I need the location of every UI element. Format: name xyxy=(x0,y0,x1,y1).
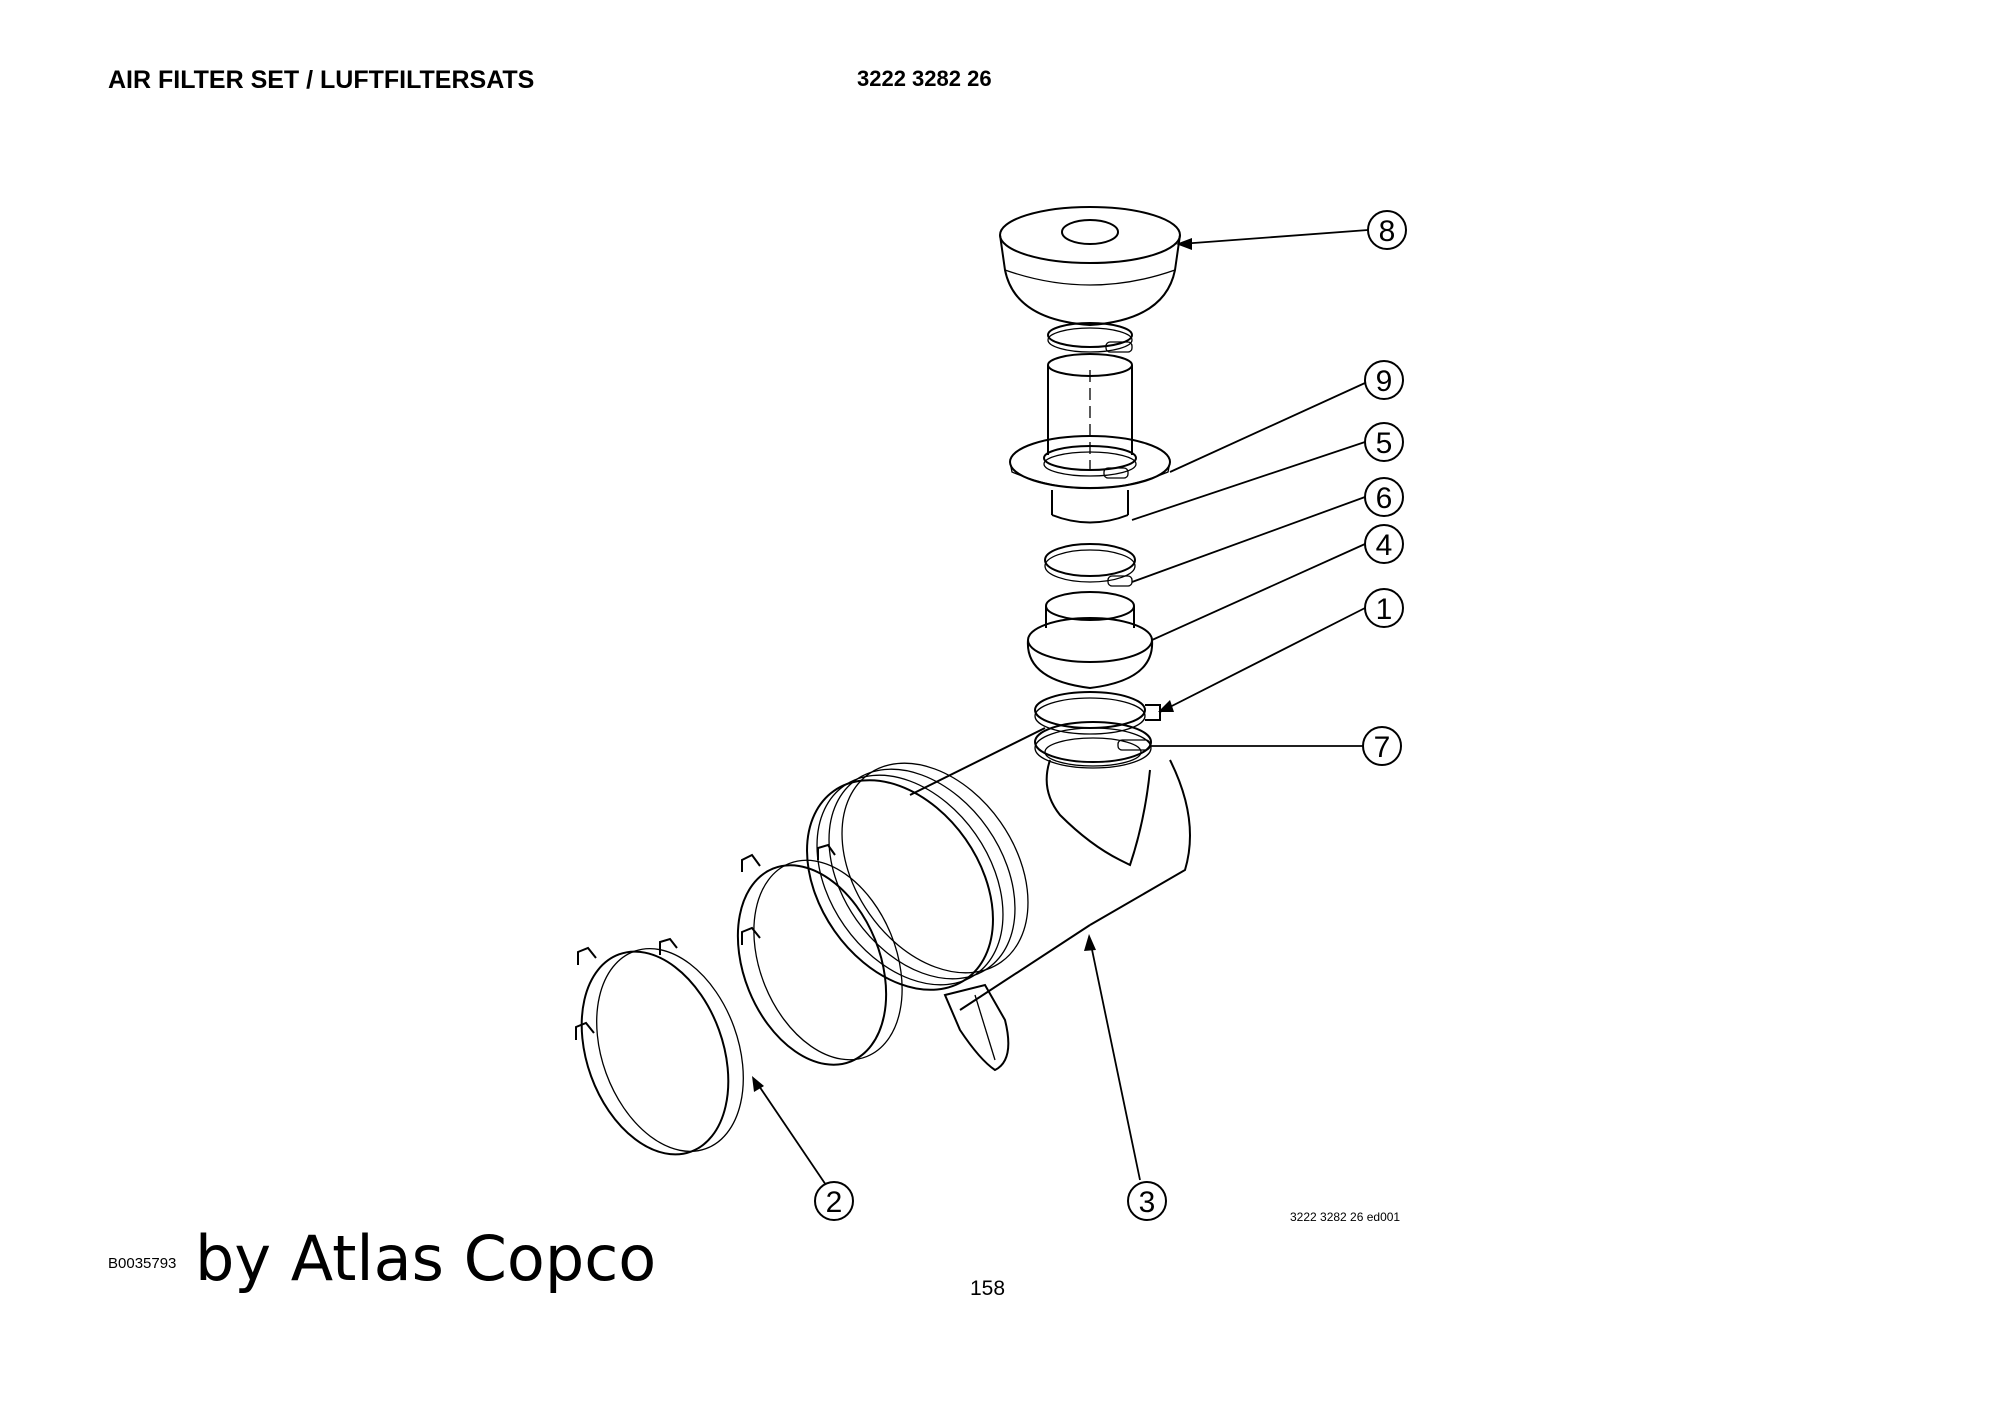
part-4-adapter xyxy=(1026,591,1154,690)
page-number: 158 xyxy=(970,1277,1006,1300)
svg-text:3: 3 xyxy=(1139,1186,1156,1219)
part-3-filter-housing xyxy=(806,727,1191,1072)
callout-1: 1 xyxy=(1364,588,1404,628)
page-title: AIR FILTER SET / LUFTFILTERSATS xyxy=(108,66,535,94)
part-7-clamp xyxy=(1034,721,1152,769)
callout-8: 8 xyxy=(1367,210,1407,250)
svg-text:8: 8 xyxy=(1379,215,1396,248)
part-number: 3222 3282 26 xyxy=(857,66,992,91)
callout-3: 3 xyxy=(1127,1181,1167,1221)
part-2-band-clamp xyxy=(575,937,744,1156)
svg-text:2: 2 xyxy=(826,1186,843,1219)
callout-4: 4 xyxy=(1364,524,1404,564)
svg-text:1: 1 xyxy=(1376,593,1393,626)
svg-text:6: 6 xyxy=(1376,482,1393,515)
callout-5: 5 xyxy=(1364,422,1404,462)
svg-text:5: 5 xyxy=(1376,427,1393,460)
svg-text:4: 4 xyxy=(1376,529,1393,562)
band-clamp-rear xyxy=(736,843,903,1066)
part-8-rain-cap xyxy=(999,206,1181,327)
document-code: B0035793 xyxy=(108,1255,177,1272)
brand-text: by Atlas Copco xyxy=(195,1222,657,1295)
upper-clamp xyxy=(1047,322,1133,353)
callout-7: 7 xyxy=(1362,726,1402,766)
callout-2: 2 xyxy=(814,1181,854,1221)
leader-lines xyxy=(752,229,1369,1189)
callout-6: 6 xyxy=(1364,477,1404,517)
callout-9: 9 xyxy=(1364,360,1404,400)
drawing-reference: 3222 3282 26 ed001 xyxy=(1290,1210,1400,1224)
part-9-pipe-flange xyxy=(1009,353,1171,490)
part-5-short-pipe xyxy=(1051,490,1129,524)
svg-text:7: 7 xyxy=(1374,731,1391,764)
svg-text:9: 9 xyxy=(1376,365,1393,398)
part-6-clamp xyxy=(1044,543,1136,587)
